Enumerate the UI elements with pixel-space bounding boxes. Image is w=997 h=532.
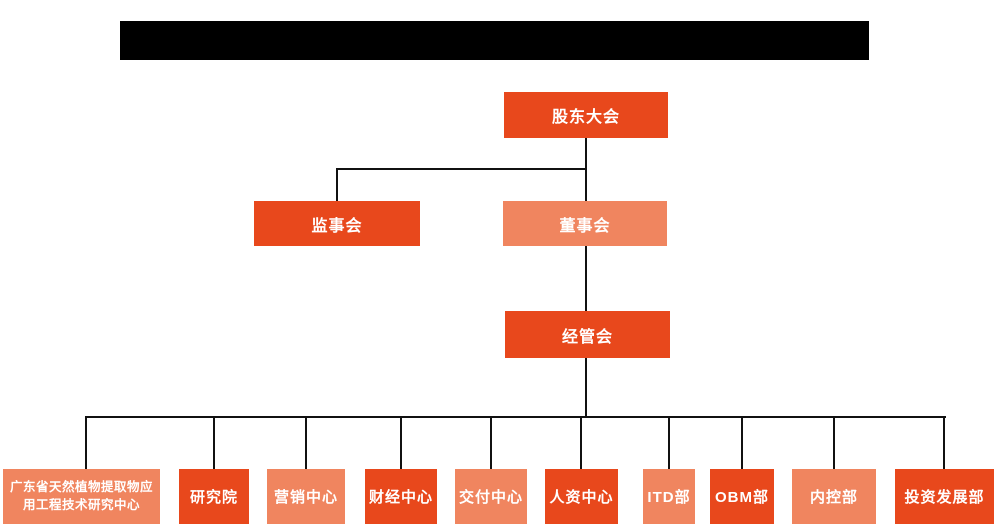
org-node-board-of-directors: 董事会 xyxy=(503,201,667,246)
connector-drop-delivery-center xyxy=(490,416,492,469)
org-node-shareholders-meeting: 股东大会 xyxy=(504,92,668,138)
connector-drop-investment-dev xyxy=(943,416,945,469)
org-node-itd-dept: ITD部 xyxy=(643,469,695,524)
org-node-delivery-center: 交付中心 xyxy=(455,469,527,524)
org-node-hr-center: 人资中心 xyxy=(545,469,618,524)
connector-branch-horizontal xyxy=(336,168,587,170)
connector-drop-obm-dept xyxy=(741,416,743,469)
connector-board-to-management xyxy=(585,246,587,311)
connector-drop-itd-dept xyxy=(668,416,670,469)
org-node-plant-extract-research-center: 广东省天然植物提取物应用工程技术研究中心 xyxy=(3,469,160,524)
connector-to-supervisory xyxy=(336,168,338,201)
org-node-finance-center: 财经中心 xyxy=(365,469,437,524)
connector-drop-internal-control xyxy=(833,416,835,469)
connector-to-board xyxy=(585,168,587,201)
connector-drop-research-center xyxy=(85,416,87,469)
connector-shareholders-down xyxy=(585,138,587,170)
org-node-supervisory-board: 监事会 xyxy=(254,201,420,246)
connector-departments-horizontal xyxy=(85,416,946,418)
connector-drop-research-institute xyxy=(213,416,215,469)
connector-drop-marketing-center xyxy=(305,416,307,469)
redacted-title-bar xyxy=(120,21,869,60)
connector-management-down xyxy=(585,358,587,418)
org-node-obm-dept: OBM部 xyxy=(710,469,774,524)
org-node-management-committee: 经管会 xyxy=(505,311,670,358)
connector-drop-hr-center xyxy=(580,416,582,469)
org-node-internal-control-dept: 内控部 xyxy=(792,469,876,524)
org-node-research-institute: 研究院 xyxy=(179,469,249,524)
org-node-marketing-center: 营销中心 xyxy=(267,469,345,524)
org-node-investment-development-dept: 投资发展部 xyxy=(895,469,994,524)
connector-drop-finance-center xyxy=(400,416,402,469)
